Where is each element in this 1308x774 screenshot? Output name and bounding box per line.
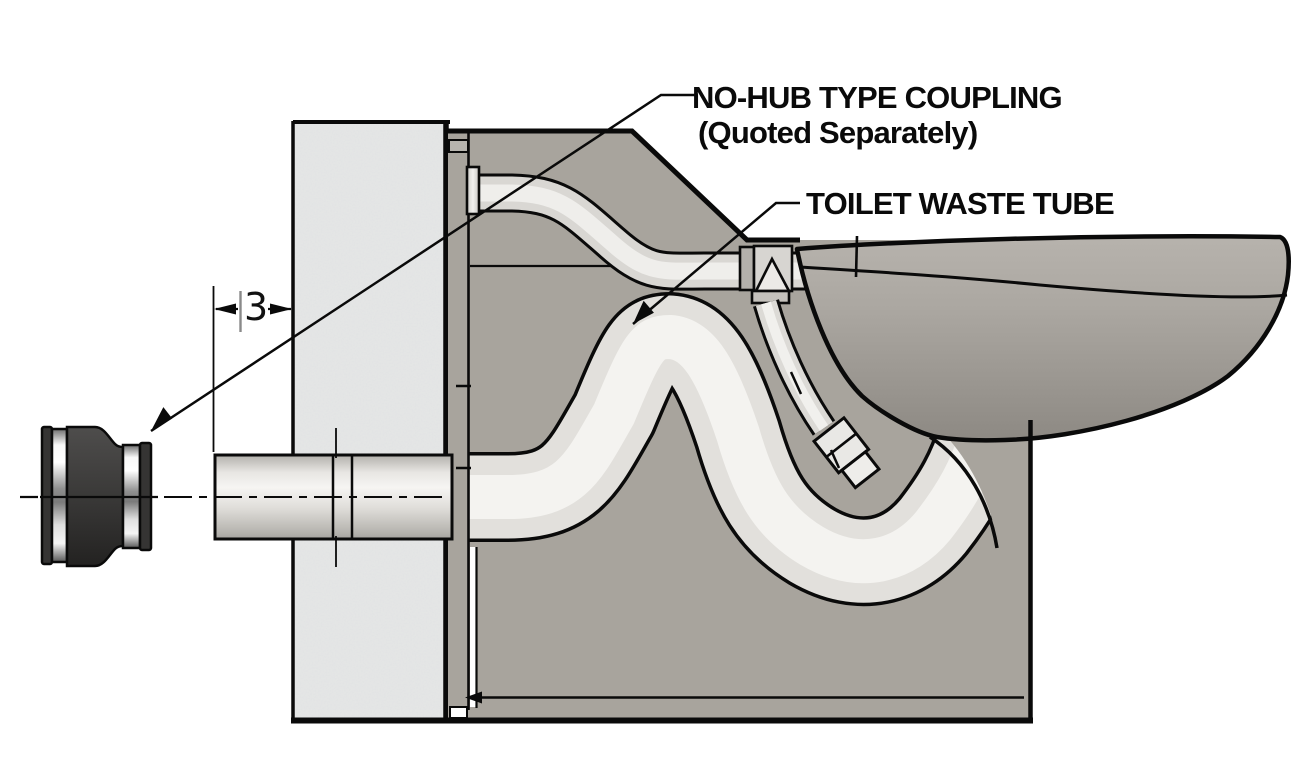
bowl-rim-line (799, 265, 1288, 299)
dimension-value: 3 (244, 285, 269, 329)
base-arrow-icon (465, 691, 482, 704)
spud-tube (753, 299, 882, 490)
flush-fitting (738, 244, 794, 305)
carrier-upright (448, 130, 478, 720)
carrier-base (291, 420, 1033, 724)
leader-waste-tube (632, 201, 800, 325)
dimension-arrowhead (214, 303, 236, 315)
carrier-outline (448, 128, 800, 243)
callout-coupling-line1: NO-HUB TYPE COUPLING (692, 80, 1063, 115)
leader-arrowhead-icon (151, 407, 173, 431)
wall (291, 120, 450, 722)
spud-centerline-dash (789, 371, 803, 395)
toilet-waste-tube (455, 292, 1024, 607)
dimension-arrowhead (270, 303, 292, 315)
toilet-pedestal (929, 420, 1030, 568)
bowl-rim-tick (854, 235, 859, 278)
callout-waste-tube: TOILET WASTE TUBE (806, 186, 1115, 221)
spud-ferrule (811, 415, 882, 490)
leader-arrowhead-icon (633, 300, 654, 324)
dimension-3 (212, 286, 292, 452)
base-notch (449, 706, 468, 719)
flush-pipe (465, 165, 813, 291)
flush-pipe-flange (465, 165, 481, 216)
toilet-bowl (794, 234, 1291, 443)
leader-coupling (150, 93, 697, 433)
callout-coupling-line2: (Quoted Separately) (698, 115, 978, 150)
leader-lines (150, 93, 800, 433)
spud-centerline-dash (829, 449, 841, 469)
